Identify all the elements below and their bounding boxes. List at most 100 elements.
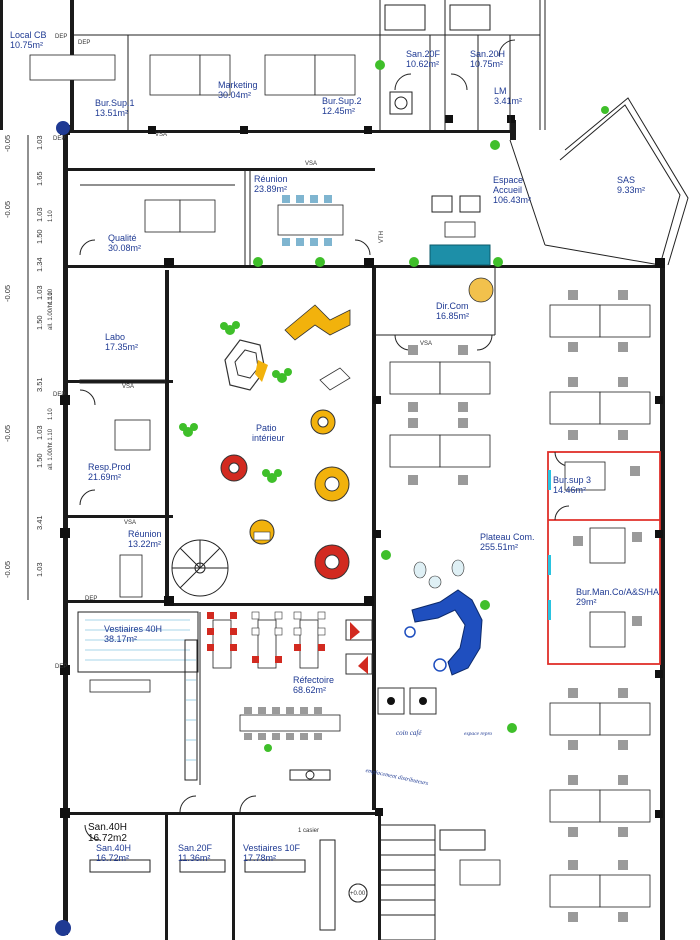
room-area: 29m²	[576, 597, 597, 607]
room-name: Bur.Sup.1	[95, 98, 135, 108]
room-name: San.20F	[406, 49, 441, 59]
room-name: Resp.Prod	[88, 462, 131, 472]
dep-marker: DEP	[55, 34, 67, 40]
room-name: Bur.sup 3	[553, 475, 591, 485]
room-area: 3.41m²	[494, 96, 522, 106]
casier-label: 1 casier	[298, 828, 319, 834]
dimension-label: 1.34	[35, 257, 44, 272]
room-area: 13.22m²	[128, 539, 161, 549]
room-labels: Local CB 10.75m² Bur.Sup.1 13.51m² Marke…	[10, 30, 659, 863]
room-area: 14.46m²	[553, 485, 586, 495]
room-area: 16.72m²	[96, 853, 129, 863]
vsa-marker: VSA	[122, 384, 134, 390]
room-name: Bur.Man.Co/A&S/HA	[576, 587, 659, 597]
dimension-label: 1.03	[35, 207, 44, 222]
dimension-label: all. 1.00/ht 1.10	[48, 428, 54, 470]
vth-marker: VTH	[379, 231, 385, 243]
left-rooms	[79, 184, 235, 781]
dimension-label: 1.50	[35, 315, 44, 330]
room-name: San.20F	[178, 843, 213, 853]
room-name: Local CB	[10, 30, 47, 40]
room-area: 10.75m²	[10, 40, 43, 50]
room-area: 17.35m²	[105, 342, 138, 352]
room-area: 30.08m²	[108, 243, 141, 253]
room-area: 17.78m²	[243, 853, 276, 863]
room-area: 30.04m²	[218, 90, 251, 100]
coin-cafe-label: coin café	[396, 729, 422, 737]
room-name: Espace	[493, 175, 523, 185]
plants	[179, 60, 609, 752]
dimension-label: 1.50	[35, 453, 44, 468]
room-area: 13.51m²	[95, 108, 128, 118]
dep-marker: DEP	[55, 664, 67, 670]
room-name: Réfectoire	[293, 675, 334, 685]
dep-marker: DEP	[78, 40, 90, 46]
dimension-label: 1.65	[35, 171, 44, 186]
room-area: 12.45m²	[322, 106, 355, 116]
dimension-label: 1.10	[48, 292, 54, 304]
dimension-label: -0.05	[3, 425, 12, 442]
handwritten-note: 16.72m2	[88, 833, 127, 844]
room-name: Réunion	[254, 174, 288, 184]
dimension-label: -0.05	[3, 285, 12, 302]
room-name: intérieur	[252, 433, 285, 443]
room-area: 255.51m²	[480, 542, 518, 552]
top-band	[29, 0, 540, 130]
dimension-column: -0.05 1.03 1.65 -0.05 1.03 1.50 1.34 -0.05 1.03 1…	[3, 34, 432, 903]
room-name: Qualité	[108, 233, 137, 243]
dimension-label: 1.10	[48, 408, 54, 420]
room-area: 10.62m²	[406, 59, 439, 69]
room-name: Labo	[105, 332, 125, 342]
dimension-label: 1.50	[35, 229, 44, 244]
room-area: 21.69m²	[88, 472, 121, 482]
dimension-label: 3.51	[35, 377, 44, 392]
room-area: 9.33m²	[617, 185, 645, 195]
room-name: Plateau Com.	[480, 532, 535, 542]
lounge-sofa	[404, 559, 483, 676]
room-name: LM	[494, 86, 507, 96]
patio-furniture	[220, 304, 351, 580]
level-marker: +0.00	[350, 891, 366, 897]
dimension-label: 3.41	[35, 515, 44, 530]
room-area: 11.36m²	[178, 853, 210, 863]
round-seat-yellow-3	[249, 519, 275, 545]
room-name: Réunion	[128, 529, 162, 539]
room-name: Patio	[256, 423, 277, 433]
room-area: 23.89m²	[254, 184, 287, 194]
espace-repro-label: espace repro	[464, 731, 492, 737]
dep-marker: DEP	[53, 136, 65, 142]
plateau-desks	[389, 290, 651, 922]
dimension-label: 1.03	[35, 425, 44, 440]
round-seat-red-2	[314, 544, 350, 580]
room-name: SAS	[617, 175, 635, 185]
dimension-label: all. 1.00/ht 1.10	[48, 288, 54, 330]
room-name: Vestiaires 40H	[104, 624, 162, 634]
handwritten-note: San.40H	[88, 822, 127, 833]
dep-marker: DEP	[53, 392, 65, 398]
vsa-marker: VSA	[124, 520, 136, 526]
reception	[429, 195, 494, 303]
room-name: San.40H	[96, 843, 131, 853]
room-area: 106.43m²	[493, 195, 531, 205]
dimension-label: 1.03	[35, 135, 44, 150]
meeting-table	[277, 195, 344, 246]
room-name: Vestiaires 10F	[243, 843, 301, 853]
dimension-label: -0.05	[3, 561, 12, 578]
vsa-marker: VSA	[155, 132, 167, 138]
vsa-marker: VSA	[305, 161, 317, 167]
room-name: San.20H	[470, 49, 505, 59]
round-seat-yellow-2	[314, 466, 350, 502]
room-area: 10.75m²	[470, 59, 503, 69]
room-name: Marketing	[218, 80, 258, 90]
room-area: 68.62m²	[293, 685, 326, 695]
dimension-label: -0.05	[3, 135, 12, 152]
room-name: Bur.Sup.2	[322, 96, 362, 106]
dimension-label: -0.05	[3, 201, 12, 218]
dimension-label: 1.03	[35, 562, 44, 577]
dep-marker: DEP	[85, 596, 97, 602]
refectoire-furniture	[207, 611, 437, 781]
room-area: 38.17m²	[104, 634, 137, 644]
